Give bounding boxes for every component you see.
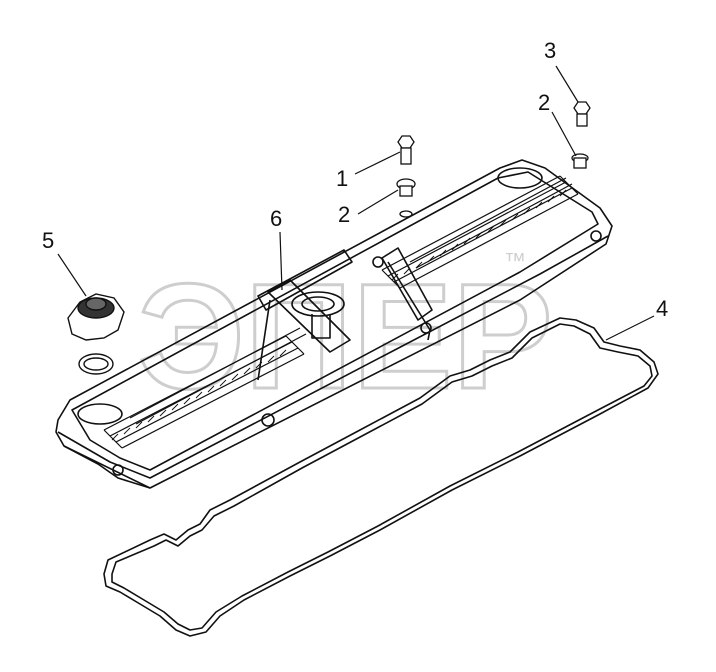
oil-cap-seal: [78, 353, 114, 375]
watermark-trademark: ™: [504, 248, 526, 273]
callouts: 1 2 2 3 4 5 6: [42, 38, 668, 321]
callout-3: 3: [544, 38, 556, 63]
gasket: [103, 317, 659, 637]
bolt: [397, 135, 415, 165]
callout-1: 1: [336, 166, 348, 191]
washer-right: [571, 153, 589, 169]
leader-2a: [357, 189, 399, 215]
callout-2a: 2: [338, 202, 350, 227]
leader-2b: [551, 111, 577, 157]
leader-5: [57, 253, 87, 297]
washer: [396, 178, 416, 218]
leader-6: [279, 231, 283, 291]
oil-filler-cap: [67, 293, 125, 341]
leader-lines: [57, 65, 655, 341]
callout-4: 4: [656, 296, 668, 321]
valve-cover: [55, 159, 613, 489]
callout-5: 5: [42, 228, 54, 253]
nut: [573, 101, 591, 127]
baffle-hatching: [111, 189, 567, 441]
leader-1: [354, 151, 401, 175]
leader-4: [605, 315, 655, 341]
callout-6: 6: [270, 206, 282, 231]
callout-2b: 2: [538, 90, 550, 115]
leader-3: [555, 65, 579, 103]
